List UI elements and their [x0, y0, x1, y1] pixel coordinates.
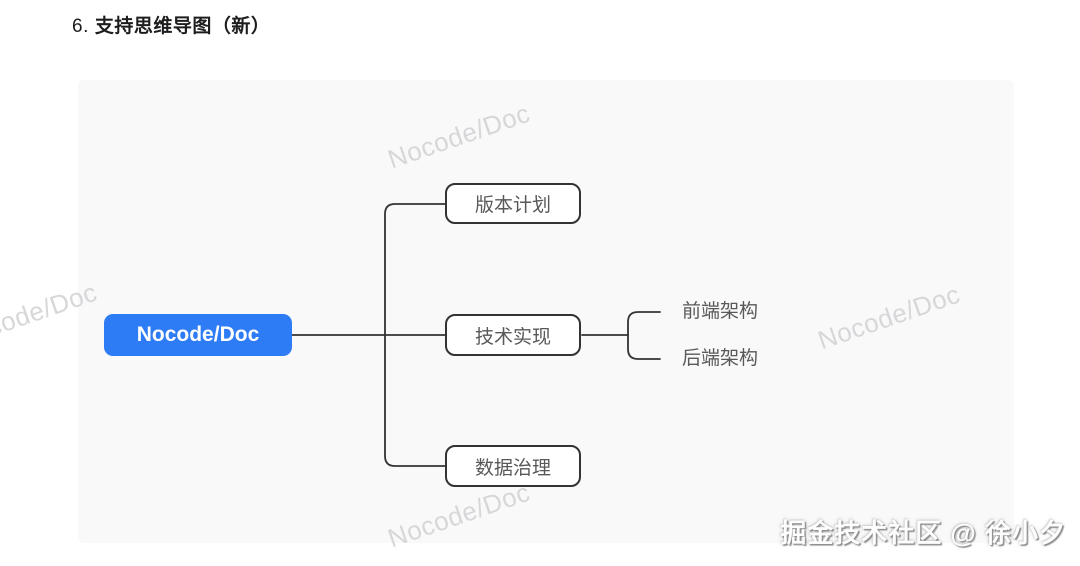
mindmap-node-data-governance[interactable]: 数据治理	[445, 445, 581, 487]
node-label: 技术实现	[474, 326, 551, 348]
mindmap-node-tech-implementation[interactable]: 技术实现	[445, 314, 581, 356]
leaf-label: 前端架构	[682, 301, 759, 322]
credit-watermark: 掘金技术社区 @ 徐小夕	[780, 518, 1066, 548]
page-title-number: 6.	[72, 16, 89, 37]
connector-split-to-leaf1	[627, 311, 661, 336]
mindmap-root-node[interactable]: Nocode/Doc	[104, 314, 292, 356]
page-title: 6.支持思维导图（新）	[72, 11, 270, 38]
mindmap-connectors	[291, 203, 661, 467]
connector-trunk-to-branch3	[384, 334, 446, 467]
node-label: 版本计划	[474, 195, 551, 216]
mindmap-leaf-backend-architecture[interactable]: 后端架构	[682, 348, 758, 370]
page-title-text: 支持思维导图（新）	[94, 16, 271, 37]
mindmap-node-version-plan[interactable]: 版本计划	[445, 183, 581, 224]
mindmap-leaf-frontend-architecture[interactable]: 前端架构	[682, 301, 758, 323]
root-node-label: Nocode/Doc	[136, 323, 260, 346]
mindmap-canvas: Nocode/Doc 版本计划 技术实现 数据治理 前端架构 后端架构	[78, 80, 1014, 543]
node-label: 数据治理	[474, 457, 551, 479]
leaf-label: 后端架构	[682, 348, 759, 369]
connector-split-to-leaf2	[627, 334, 661, 360]
connector-trunk-to-branch1	[384, 203, 446, 336]
